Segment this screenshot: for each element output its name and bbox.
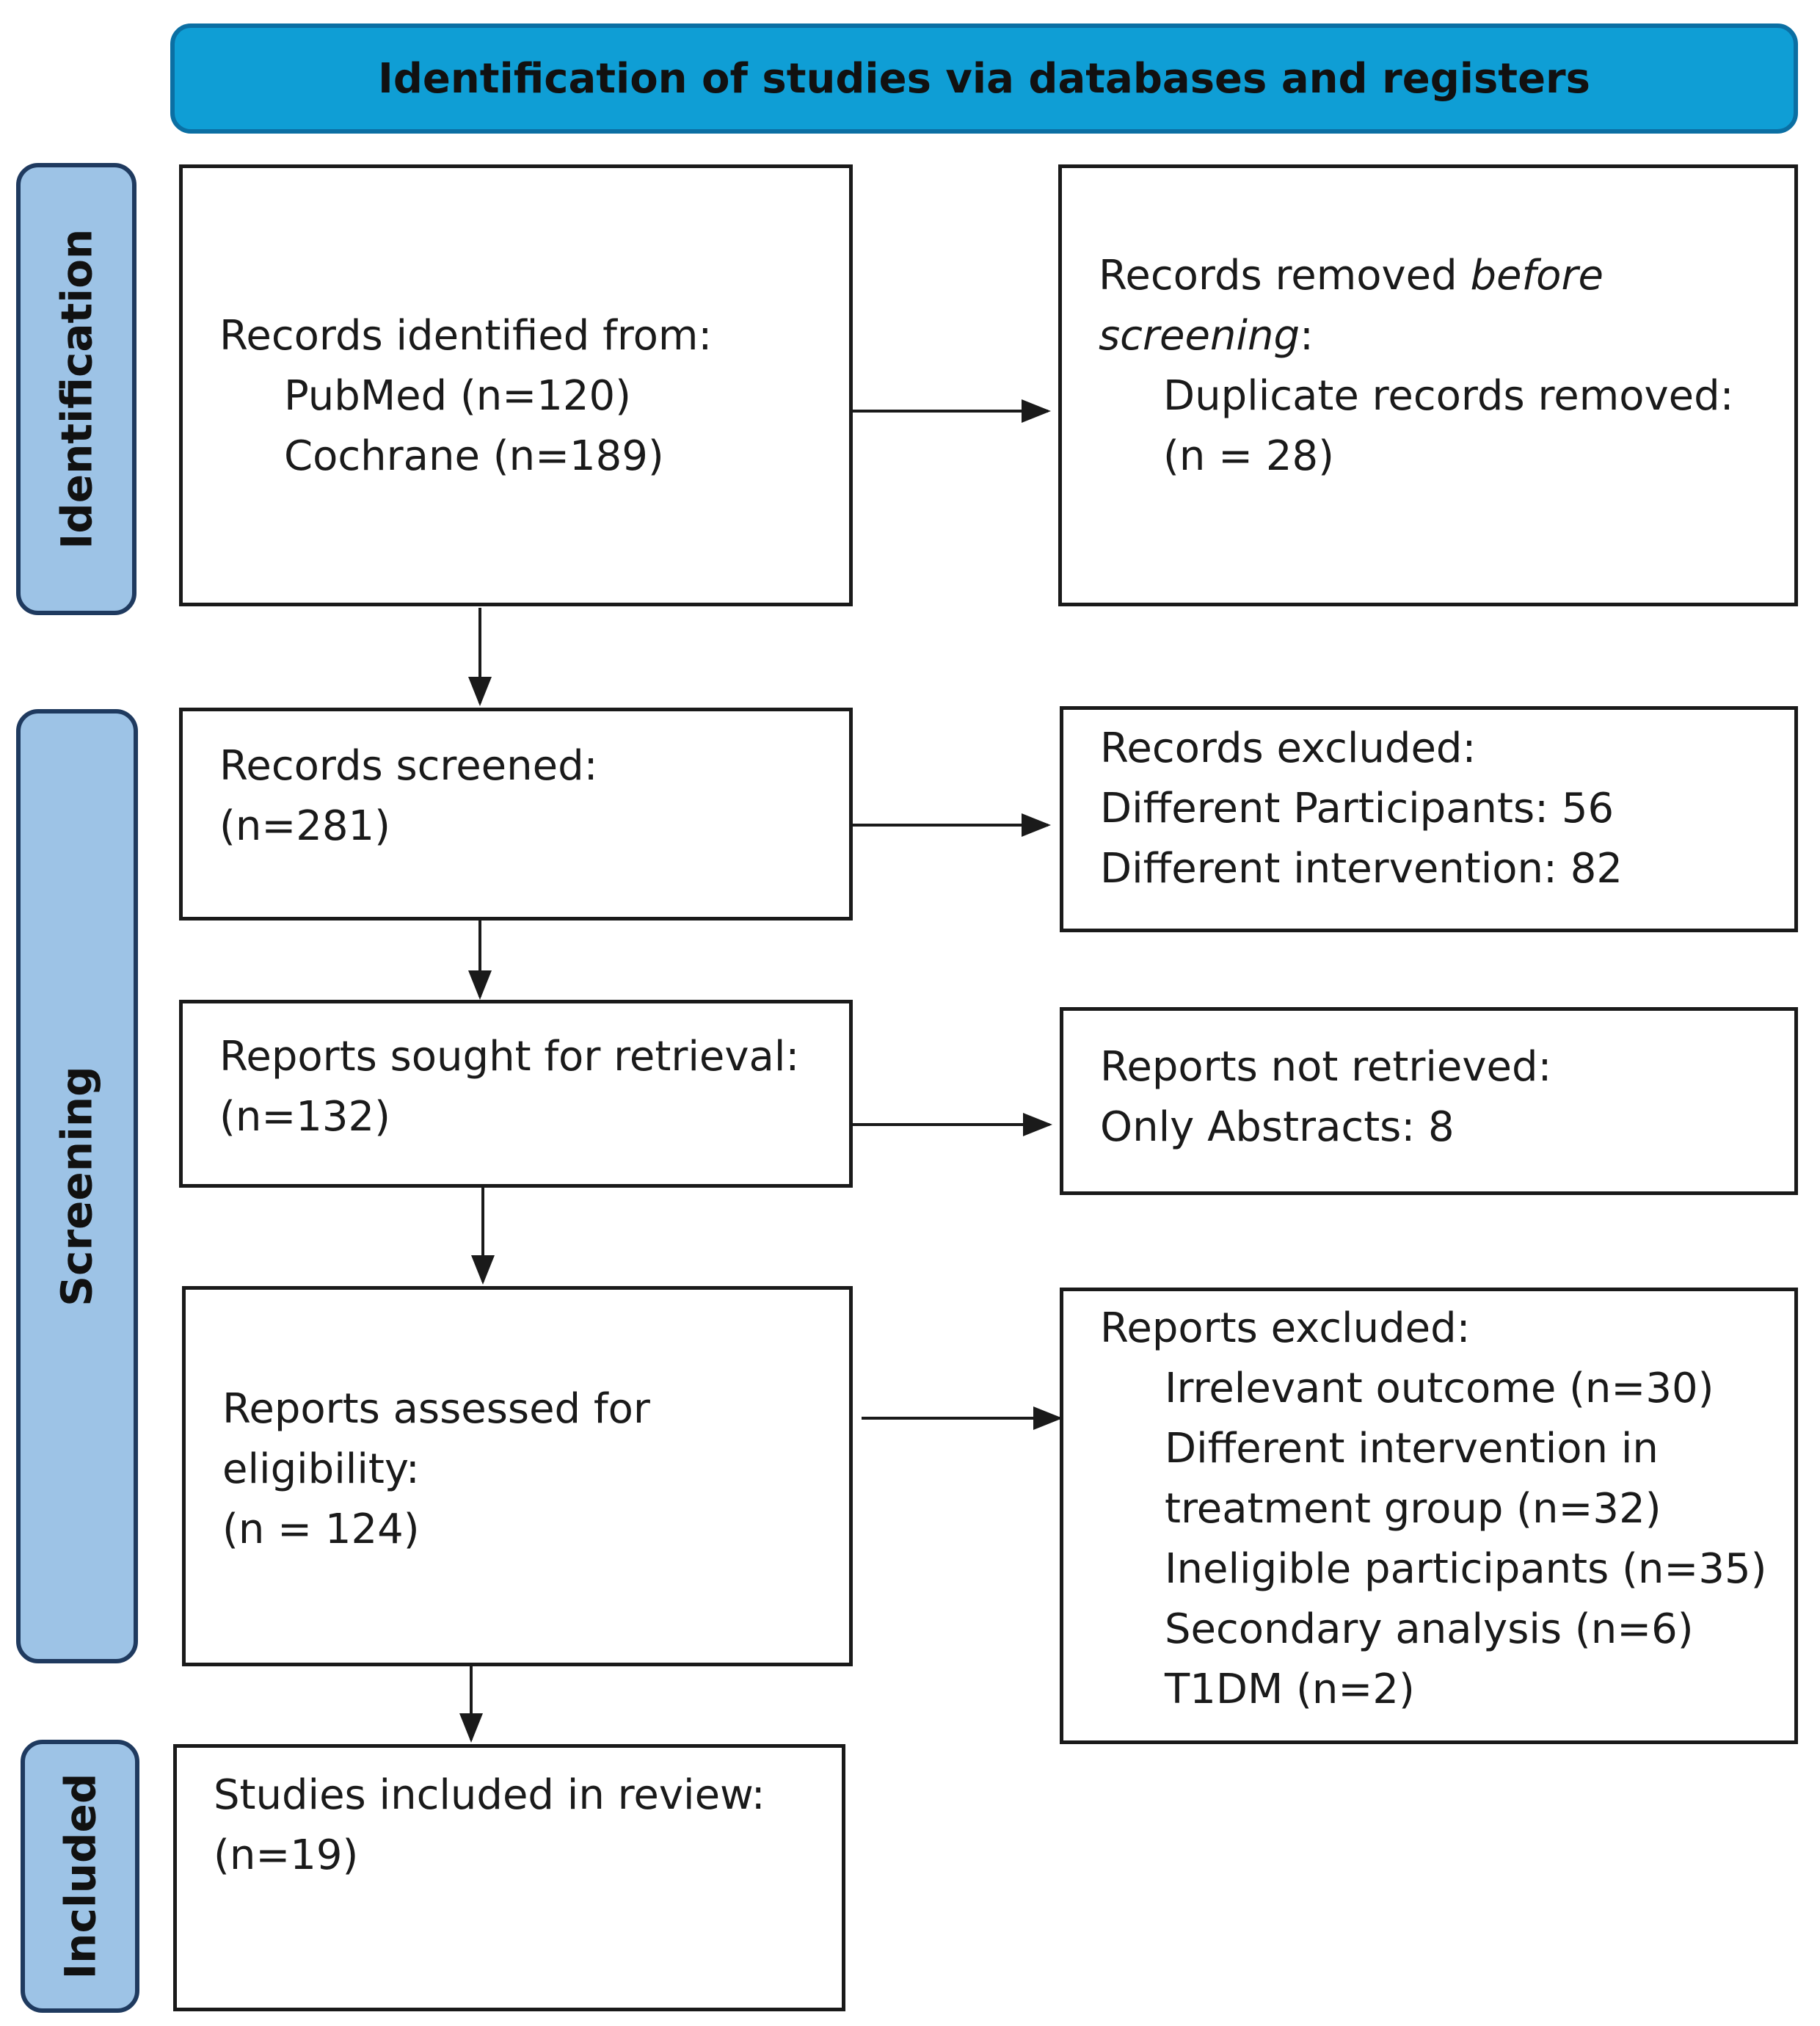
reports-excluded-t1dm: T1DM (n=2) [1165, 1666, 1415, 1713]
studies-included-title: Studies included in review: [214, 1771, 765, 1819]
reports-excluded-secondary: Secondary analysis (n=6) [1165, 1605, 1694, 1653]
reports-assessed-title-line2: eligibility: [222, 1445, 420, 1493]
duplicates-label: Duplicate records removed: [1163, 372, 1734, 420]
stage-identification: Identification [16, 163, 136, 615]
records-removed-italic-screening: screening [1099, 312, 1300, 360]
reports-sought-count: (n=132) [219, 1093, 390, 1141]
records-removed-title-line1: Records removed before [1099, 246, 1794, 306]
reports-sought-title: Reports sought for retrieval: [219, 1033, 800, 1081]
reports-not-retrieved-title: Reports not retrieved: [1100, 1043, 1552, 1091]
reports-excluded-title: Reports excluded: [1100, 1304, 1471, 1352]
reports-excluded-treatment-group: treatment group (n=32) [1165, 1485, 1661, 1533]
reports-assessed-title-line1: Reports assessed for [222, 1385, 650, 1433]
box-reports-not-retrieved: Reports not retrieved: Only Abstracts: 8 [1060, 1007, 1798, 1195]
records-excluded-intervention: Different intervention: 82 [1100, 845, 1623, 893]
box-reports-sought: Reports sought for retrieval: (n=132) [179, 1000, 853, 1188]
box-records-screened: Records screened: (n=281) [179, 708, 853, 921]
records-screened-title: Records screened: [219, 742, 598, 790]
header-banner: Identification of studies via databases … [170, 23, 1798, 134]
records-screened-count: (n=281) [219, 802, 390, 850]
stage-screening: Screening [16, 709, 138, 1663]
reports-not-retrieved-abstracts: Only Abstracts: 8 [1100, 1103, 1455, 1151]
box-records-identified: Records identified from: PubMed (n=120) … [179, 164, 853, 606]
header-title: Identification of studies via databases … [378, 54, 1590, 103]
box-studies-included: Studies included in review: (n=19) [173, 1744, 845, 2011]
records-removed-suffix: : [1299, 312, 1314, 360]
records-excluded-participants: Different Participants: 56 [1100, 785, 1615, 832]
stage-included: Included [21, 1740, 139, 2013]
reports-excluded-different-intervention: Different intervention in [1165, 1425, 1659, 1473]
studies-included-count: (n=19) [214, 1831, 359, 1879]
box-reports-excluded: Reports excluded: Irrelevant outcome (n=… [1060, 1288, 1798, 1744]
reports-excluded-irrelevant: Irrelevant outcome (n=30) [1165, 1365, 1714, 1412]
reports-excluded-ineligible: Ineligible participants (n=35) [1165, 1545, 1767, 1593]
records-removed-title-line2: screening: [1099, 306, 1794, 366]
source-pubmed: PubMed (n=120) [284, 372, 631, 420]
duplicates-count: (n = 28) [1163, 432, 1334, 480]
records-removed-italic-before: before [1470, 252, 1604, 299]
box-reports-assessed: Reports assessed for eligibility: (n = 1… [182, 1286, 853, 1666]
box-records-excluded: Records excluded: Different Participants… [1060, 706, 1798, 932]
reports-assessed-count: (n = 124) [222, 1506, 420, 1553]
box-records-removed: Records removed before screening: Duplic… [1058, 164, 1798, 606]
records-excluded-title: Records excluded: [1100, 725, 1477, 772]
source-cochrane: Cochrane (n=189) [284, 432, 664, 480]
records-removed-prefix: Records removed [1099, 252, 1471, 299]
records-identified-title: Records identified from: [219, 312, 713, 360]
